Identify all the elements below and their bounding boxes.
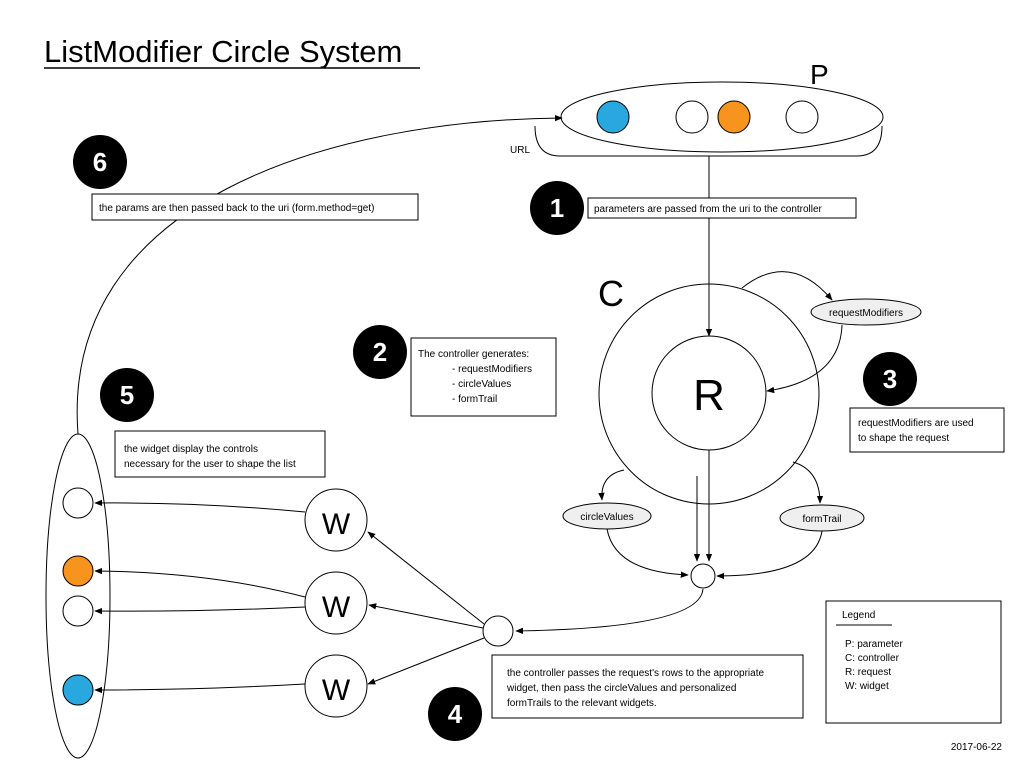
controller-to-request-modifiers-arrow bbox=[741, 271, 833, 301]
form-trail-label: formTrail bbox=[802, 514, 841, 525]
request-modifiers-node bbox=[810, 298, 922, 326]
widget-3-to-control-blue-arrow bbox=[94, 683, 306, 694]
control-circle-white-1 bbox=[62, 487, 94, 519]
page-title: ListModifier Circle System bbox=[44, 34, 402, 69]
legend-item-request: R: request bbox=[845, 667, 891, 678]
step-6-number: 6 bbox=[93, 147, 107, 177]
request-modifiers-label: requestModifiers bbox=[829, 308, 903, 319]
legend-item-controller: C: controller bbox=[845, 653, 900, 664]
merge-to-distribution-arrow bbox=[515, 588, 704, 635]
step-5-number: 5 bbox=[120, 380, 134, 410]
step-1-text: parameters are passed from the uri to th… bbox=[594, 204, 823, 215]
distribution-to-widget-3-arrow bbox=[367, 637, 485, 685]
legend-title: Legend bbox=[842, 610, 875, 621]
controller-to-form-trail-arrow bbox=[792, 461, 824, 504]
parameters-label: P bbox=[810, 59, 829, 90]
step-4-number: 4 bbox=[448, 699, 463, 729]
step-4-line-2: widget, then pass the circleValues and p… bbox=[506, 683, 736, 694]
step-4-box bbox=[491, 654, 804, 719]
step-5-badge bbox=[100, 368, 154, 422]
distribution-node bbox=[482, 615, 514, 647]
control-circle-orange bbox=[62, 555, 94, 587]
step-2-number: 2 bbox=[373, 337, 387, 367]
request-label: R bbox=[693, 371, 725, 420]
widget-2-label: W bbox=[322, 591, 351, 624]
step-2-line-2: - requestModifiers bbox=[452, 364, 532, 375]
request-modifiers-to-request-arrow bbox=[766, 324, 843, 394]
widget-1-to-control-arrow bbox=[94, 499, 306, 513]
control-circle-blue bbox=[62, 674, 94, 706]
widget-2-to-control-white-arrow bbox=[94, 606, 306, 615]
control-circle-white-2 bbox=[62, 595, 94, 627]
date-stamp: 2017-06-22 bbox=[951, 742, 1003, 753]
step-4-line-3: formTrails to the relevant widgets. bbox=[507, 698, 657, 709]
step-4-badge bbox=[428, 687, 482, 741]
step-6-box bbox=[91, 193, 419, 221]
step-5-line-1: the widget display the controls bbox=[124, 444, 258, 455]
distribution-to-widget-2-arrow bbox=[368, 603, 484, 629]
step-6-text: the params are then passed back to the u… bbox=[99, 203, 374, 214]
legend-box bbox=[825, 600, 1002, 724]
widget-2-circle bbox=[304, 571, 368, 635]
step-2-line-3: - circleValues bbox=[452, 379, 511, 390]
url-label: URL bbox=[510, 145, 530, 156]
param-circle-white-2 bbox=[785, 100, 819, 134]
circle-values-to-merge-arrow bbox=[606, 528, 689, 578]
legend-item-widget: W: widget bbox=[845, 681, 889, 692]
widget-1-label: W bbox=[322, 508, 351, 541]
return-to-uri-arrow bbox=[76, 114, 563, 435]
step-3-box bbox=[849, 407, 1005, 453]
param-circle-white-1 bbox=[675, 100, 709, 134]
step-2-badge bbox=[353, 325, 407, 379]
controller-to-circle-values-arrow bbox=[598, 469, 625, 501]
controller-label: C bbox=[598, 273, 624, 314]
widget-3-label: W bbox=[322, 674, 351, 707]
merge-node bbox=[690, 563, 716, 589]
legend-item-parameter: P: parameter bbox=[845, 639, 903, 650]
step-3-number: 3 bbox=[883, 364, 897, 394]
step-2-box bbox=[410, 337, 557, 417]
distribution-to-widget-1-arrow bbox=[367, 531, 485, 625]
widget-3-circle bbox=[304, 654, 368, 718]
step-4-line-1: the controller passes the request's rows… bbox=[507, 668, 764, 679]
step-3-line-1: requestModifiers are used bbox=[858, 418, 974, 429]
step-1-box bbox=[587, 197, 857, 219]
step-3-badge bbox=[863, 352, 917, 406]
form-trail-to-merge-arrow bbox=[716, 530, 823, 580]
step-1-number: 1 bbox=[550, 193, 564, 223]
widget-2-to-control-orange-arrow bbox=[94, 567, 306, 598]
widget-1-circle bbox=[304, 488, 368, 552]
step-5-line-2: necessary for the user to shape the list bbox=[124, 459, 296, 470]
step-2-line-1: The controller generates: bbox=[418, 349, 529, 360]
param-circle-blue bbox=[596, 100, 630, 134]
step-2-line-4: - formTrail bbox=[452, 394, 497, 405]
step-5-box bbox=[114, 430, 326, 478]
circle-values-label: circleValues bbox=[580, 512, 633, 523]
step-6-badge bbox=[73, 135, 127, 189]
param-circle-orange bbox=[717, 100, 751, 134]
step-3-line-2: to shape the request bbox=[858, 433, 949, 444]
step-1-badge bbox=[530, 181, 584, 235]
